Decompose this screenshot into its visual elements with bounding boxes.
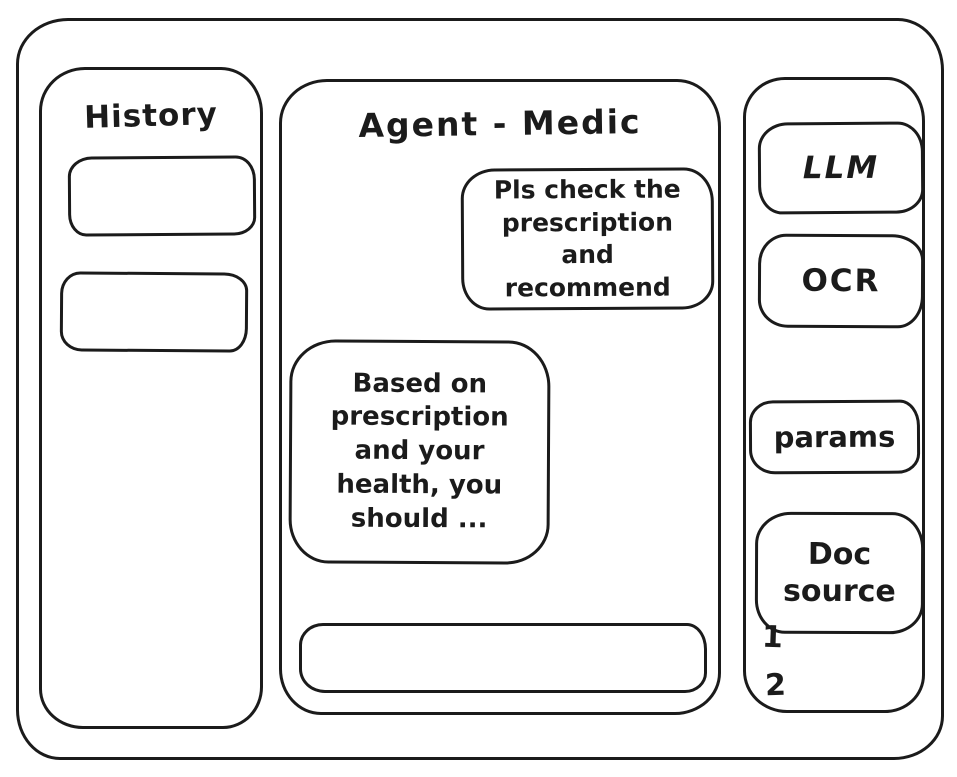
app-window-frame: History Agent - Medic Pls check the pres… <box>16 18 944 760</box>
history-title: History <box>83 96 219 136</box>
llm-button[interactable]: LLM <box>757 121 925 215</box>
tools-panel: LLM OCR params Doc source 1 2 <box>743 77 925 713</box>
user-message-bubble: Pls check the prescription and recommend <box>460 167 715 311</box>
doc-source-item-2[interactable]: 2 <box>764 667 787 704</box>
chat-panel: Agent - Medic Pls check the prescription… <box>279 79 721 715</box>
assistant-message-bubble: Based on prescription and your health, y… <box>288 339 551 565</box>
history-item[interactable] <box>67 155 257 237</box>
params-button[interactable]: params <box>748 399 921 475</box>
history-panel: History <box>39 67 263 729</box>
doc-source-item-1[interactable]: 1 <box>761 619 784 656</box>
message-input[interactable] <box>299 623 707 693</box>
ocr-button[interactable]: OCR <box>757 233 925 329</box>
history-item[interactable] <box>59 271 249 353</box>
doc-source-button[interactable]: Doc source <box>754 511 925 635</box>
chat-title: Agent - Medic <box>358 102 642 145</box>
